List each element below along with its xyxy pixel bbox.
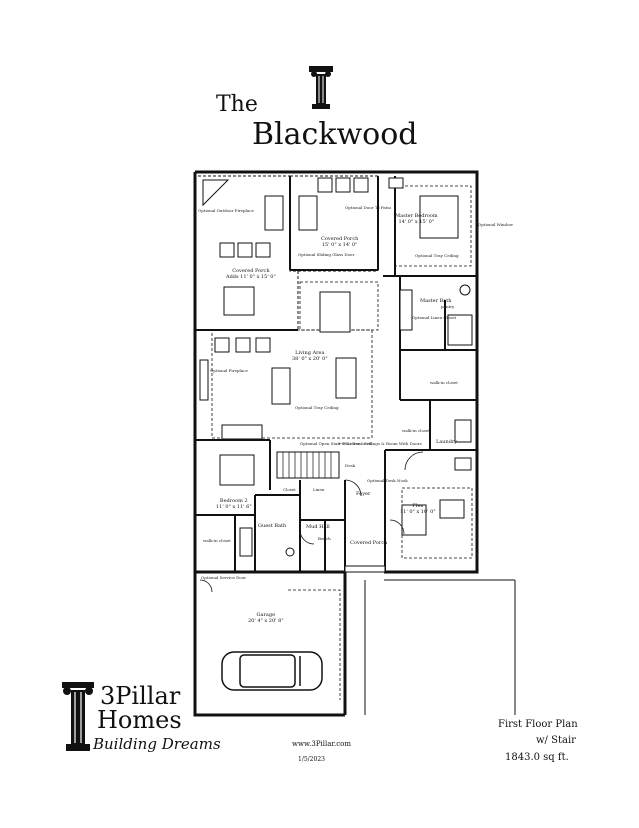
room-name: Flex [412, 503, 424, 509]
note-stair: Optional Open Stair to Lower Level [300, 441, 373, 446]
plan-info-line-2: w/ Stair [536, 735, 576, 746]
room-label-laundry: Laundry [436, 439, 458, 445]
room-label-master-bath: Master Bath [420, 298, 452, 304]
room-label-covered-porch-front: Covered Porch [350, 540, 388, 546]
outer-wall-right [195, 170, 479, 574]
room-label-garage: Garage 20' 4" x 20' 8" [248, 612, 284, 624]
room-name: Bedroom 2 [219, 498, 248, 504]
room-dims: 20' 4" x 20' 8" [248, 618, 284, 624]
note-desk: Optional Desk Nook [367, 478, 408, 483]
room-name: Covered Porch [232, 268, 270, 274]
note-tray-living: Optional Tray Ceiling [295, 405, 339, 410]
room-dims: 15' 0" x 14' 0" [321, 242, 358, 248]
room-name: Living Area [295, 350, 325, 356]
logo-pillar-icon [62, 682, 94, 751]
room-dims: Adds 11' 0" x 15' 0" [226, 274, 276, 280]
outer-wall-left [193, 172, 345, 717]
label-wic-hall: walk-in closet [402, 428, 430, 433]
note-door: Optional Door To Patio [345, 205, 392, 210]
plan-info-line-1: First Floor Plan [498, 719, 578, 730]
note-tray: Optional Tray Ceiling [415, 253, 459, 258]
room-label-covered-porch-rear: Covered Porch Adds 11' 0" x 15' 0" [226, 268, 276, 280]
plan-date: 1/5/2023 [298, 756, 325, 763]
room-label-bedroom-2: Bedroom 2 11' 0" x 11' 6" [216, 498, 252, 510]
label-linen: Linen [313, 487, 325, 492]
note-garage-door: Optional Service Door [201, 575, 247, 580]
note-linen: Optional Linen Closet [412, 315, 457, 320]
room-dims: 38' 0" x 20' 0" [292, 356, 328, 362]
pillar-icon [309, 66, 333, 109]
label-wic-master: walk-in closet [430, 380, 458, 385]
label-closet: Closet [283, 487, 296, 492]
room-name: Garage [256, 612, 276, 618]
room-label-mud-hall: Mud Hall [306, 524, 330, 530]
room-label-covered-porch-center: Covered Porch 15' 0" x 14' 0" [321, 236, 358, 248]
logo-text-pillar: 3Pillar [100, 682, 181, 710]
room-dims: 11' 0" x 11' 6" [216, 504, 252, 510]
room-label-foyer: Foyer [356, 491, 371, 497]
title-prefix: The [216, 92, 258, 117]
room-dims: 14' 0" x 15' 0" [398, 219, 435, 225]
plan-title: Blackwood [252, 117, 418, 152]
room-dims: 11' 0" x 10' 0" [400, 509, 436, 515]
room-name: Master Bedroom [395, 213, 438, 219]
note-ceiling: 9' Flat Door Ceilings & Room With Doors [338, 441, 422, 446]
label-bench: Bench [318, 536, 331, 541]
brand-tagline: Building Dreams [93, 735, 221, 753]
note-fireplace: Optional Outdoor Fireplace [198, 208, 254, 213]
room-label-living-area: Living Area 38' 0" x 20' 0" [292, 350, 328, 362]
label-desk: Desk [345, 463, 356, 468]
note-sliding: Optional Sliding Glass Door [298, 252, 355, 257]
note-fireplace-indoor: Optional Fireplace [210, 368, 248, 373]
website-link[interactable]: www.3Pillar.com [292, 740, 351, 748]
room-label-flex: Flex 11' 0" x 10' 0" [400, 503, 436, 515]
room-label-guest-bath: Guest Bath [258, 523, 287, 529]
label-pantry: pantry [441, 304, 455, 309]
room-label-master-bedroom: Master Bedroom 14' 0" x 15' 0" [395, 213, 438, 225]
plan-info-sqft: 1843.0 sq ft. [505, 752, 569, 763]
room-name: Covered Porch [321, 236, 359, 242]
note-window: Optional Window [478, 222, 513, 227]
logo-text-homes: Homes [97, 706, 182, 734]
label-wic: walk-in closet [203, 538, 231, 543]
